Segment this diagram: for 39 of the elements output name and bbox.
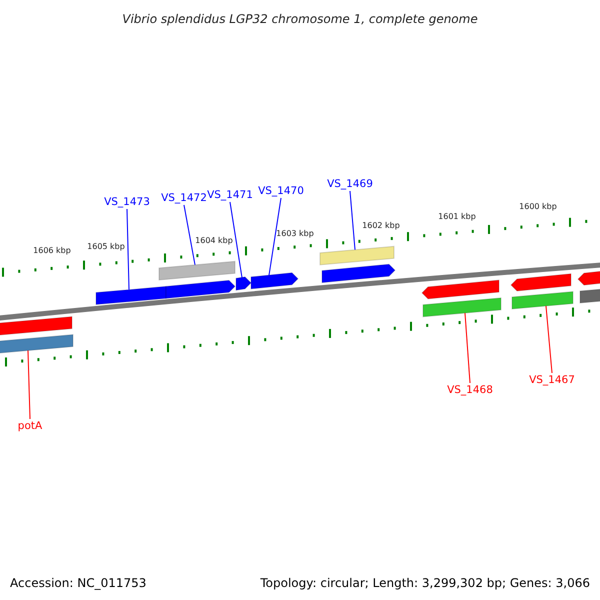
gene-bar	[512, 291, 574, 310]
gene-bar	[158, 260, 236, 281]
position-label: 1603 kbp	[276, 228, 314, 240]
position-label: 1604 kbp	[195, 235, 233, 247]
gene-label: VS_1468	[447, 383, 493, 397]
leader-line	[230, 202, 242, 278]
gene-label: VS_1469	[327, 177, 373, 191]
gene-label: VS_1473	[104, 195, 150, 209]
leader-line	[184, 204, 196, 266]
gene-bar	[236, 276, 252, 291]
position-label: 1600 kbp	[519, 201, 557, 213]
gene-label: potA	[18, 419, 42, 433]
gene-bar	[322, 264, 396, 284]
gene-label: VS_1471	[207, 188, 253, 202]
leader-line	[268, 198, 282, 276]
gene-bar	[577, 270, 600, 286]
leader-line	[464, 312, 470, 384]
genome-info-text: Topology: circular; Length: 3,299,302 bp; Genes: 3,066	[260, 575, 590, 592]
leader-line	[546, 305, 552, 374]
gene-bar	[0, 316, 72, 336]
gene-bar	[0, 334, 74, 354]
gene-label: VS_1467	[529, 373, 575, 387]
gene-label: VS_1472	[161, 191, 207, 205]
gene-bar	[580, 288, 600, 304]
gene-bar	[510, 273, 572, 292]
position-label: 1602 kbp	[362, 220, 400, 232]
leader-line	[28, 350, 30, 420]
gene-bar	[422, 297, 502, 318]
accession-text: Accession: NC_011753	[10, 575, 146, 592]
gene-label: VS_1470	[258, 184, 304, 198]
position-label: 1601 kbp	[438, 211, 476, 223]
gene-bar	[320, 246, 394, 266]
title: Vibrio splendidus LGP32 chromosome 1, complete genome	[121, 11, 479, 28]
leader-line	[126, 208, 130, 290]
gene-bar	[421, 280, 500, 300]
position-label: 1605 kbp	[87, 241, 125, 253]
gene-bar	[96, 286, 166, 306]
position-label: 1606 kbp	[33, 245, 71, 257]
leader-line	[350, 190, 356, 250]
